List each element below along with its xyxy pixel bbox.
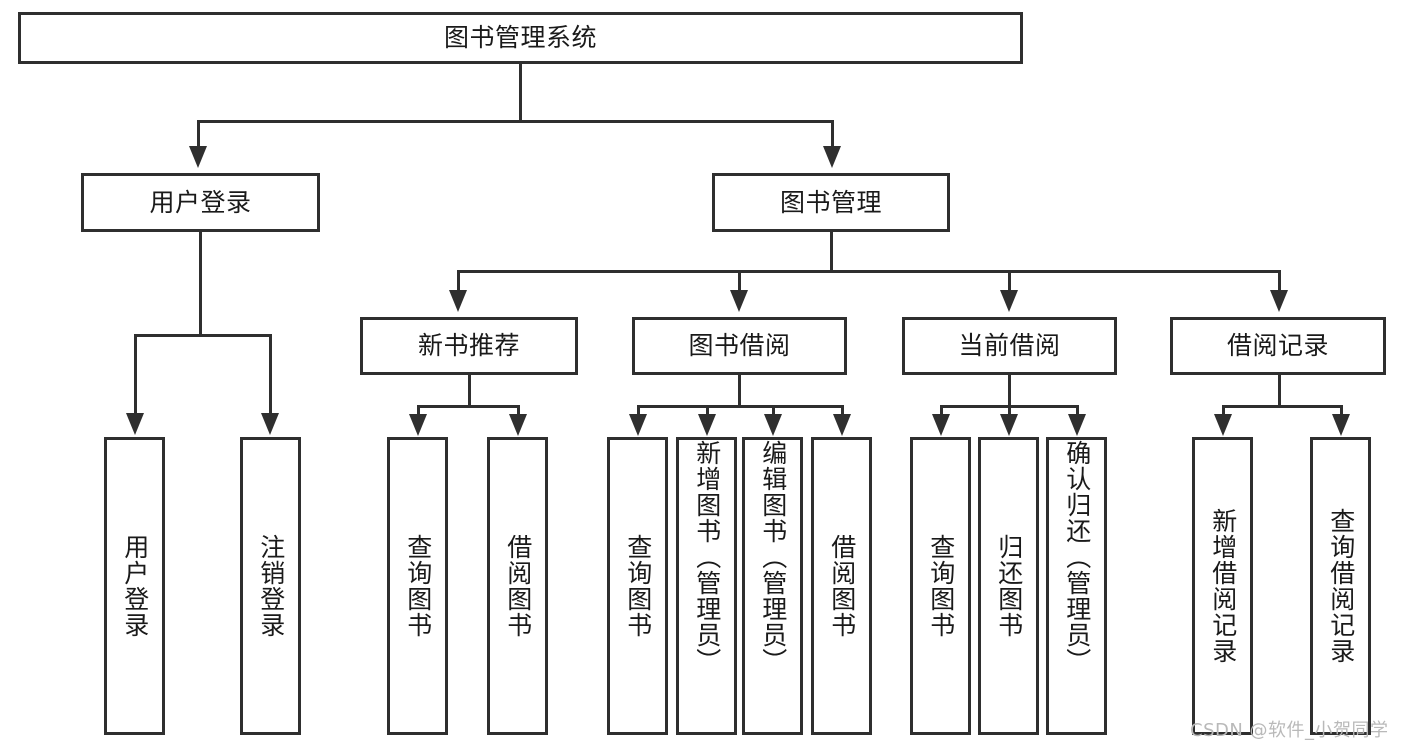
- arrow-bb-to-leaf-2: [698, 414, 716, 436]
- arrow-bm-to-book-borrow: [730, 290, 748, 312]
- leaf-book-borrow-borrow[interactable]: 借阅图书: [811, 437, 872, 735]
- arrow-bb-to-leaf-1: [629, 414, 647, 436]
- leaf-user-login-logout[interactable]: 注销登录: [240, 437, 301, 735]
- node-book-management[interactable]: 图书管理: [712, 173, 950, 232]
- arrow-bm-to-new-book: [449, 290, 467, 312]
- connector-borrow-record-stem: [1278, 375, 1281, 408]
- connector-nb-to-leaf-1: [417, 405, 420, 417]
- connector-bb-to-leaf-3: [772, 405, 775, 417]
- leaf-user-login-login[interactable]: 用户登录: [104, 437, 165, 735]
- arrow-root-to-user-login: [189, 146, 207, 168]
- node-new-book-recommend[interactable]: 新书推荐: [360, 317, 578, 375]
- arrow-root-to-book-management: [823, 146, 841, 168]
- arrow-bb-to-leaf-3: [764, 414, 782, 436]
- leaf-label: 借阅图书: [503, 534, 533, 638]
- csdn-watermark: CSDN @软件_小贺同学: [1190, 720, 1389, 741]
- connector-new-book-bus: [417, 405, 520, 408]
- leaf-label: 用户登录: [120, 534, 150, 638]
- connector-root-stem: [519, 64, 522, 122]
- node-borrow-record[interactable]: 借阅记录: [1170, 317, 1386, 375]
- node-label: 当前借阅: [958, 331, 1061, 361]
- leaf-label: 归还图书: [994, 534, 1024, 638]
- connector-cb-to-leaf-2: [1008, 405, 1011, 417]
- connector-root-bus: [197, 120, 834, 123]
- node-current-borrow[interactable]: 当前借阅: [902, 317, 1117, 375]
- node-label: 用户登录: [149, 187, 252, 217]
- leaf-book-borrow-add-admin[interactable]: 新增图书（管理员）: [676, 437, 737, 735]
- leaf-current-borrow-query[interactable]: 查询图书: [910, 437, 971, 735]
- arrow-cb-to-leaf-1: [932, 414, 950, 436]
- connector-new-book-stem: [468, 375, 471, 408]
- arrow-br-to-leaf-2: [1332, 414, 1350, 436]
- connector-book-management-stem: [830, 232, 833, 273]
- connector-cb-to-leaf-3: [1076, 405, 1079, 417]
- leaf-label: 注销登录: [256, 534, 286, 638]
- node-label: 图书管理系统: [443, 23, 597, 53]
- connector-bm-to-borrow-record: [1278, 270, 1281, 292]
- connector-root-to-book-management: [831, 120, 834, 148]
- connector-bm-to-book-borrow: [738, 270, 741, 292]
- leaf-label: 查询图书: [403, 534, 433, 638]
- leaf-label: 编辑图书（管理员）: [758, 440, 788, 674]
- leaf-new-book-borrow[interactable]: 借阅图书: [487, 437, 548, 735]
- connector-root-to-user-login: [197, 120, 200, 148]
- node-root-book-management-system[interactable]: 图书管理系统: [18, 12, 1023, 64]
- connector-user-login-to-leaf-2: [269, 334, 272, 415]
- leaf-borrow-record-query[interactable]: 查询借阅记录: [1310, 437, 1371, 735]
- leaf-current-borrow-confirm-admin[interactable]: 确认归还（管理员）: [1046, 437, 1107, 735]
- arrow-nb-to-leaf-2: [509, 414, 527, 436]
- connector-book-management-bus: [457, 270, 1281, 273]
- leaf-label: 新增借阅记录: [1208, 508, 1238, 664]
- connector-borrow-record-bus: [1222, 405, 1340, 408]
- leaf-label: 确认归还（管理员）: [1062, 440, 1092, 674]
- arrow-user-login-to-leaf-1: [126, 413, 144, 435]
- connector-bb-to-leaf-2: [706, 405, 709, 417]
- leaf-book-borrow-edit-admin[interactable]: 编辑图书（管理员）: [742, 437, 803, 735]
- leaf-label: 查询图书: [623, 534, 653, 638]
- arrow-bm-to-borrow-record: [1270, 290, 1288, 312]
- arrow-bb-to-leaf-4: [833, 414, 851, 436]
- arrow-br-to-leaf-1: [1214, 414, 1232, 436]
- arrow-nb-to-leaf-1: [409, 414, 427, 436]
- leaf-label: 新增图书（管理员）: [692, 440, 722, 674]
- arrow-bm-to-current-borrow: [1000, 290, 1018, 312]
- connector-bm-to-current-borrow: [1008, 270, 1011, 292]
- leaf-new-book-query[interactable]: 查询图书: [387, 437, 448, 735]
- connector-bb-to-leaf-4: [841, 405, 844, 417]
- leaf-label: 借阅图书: [827, 534, 857, 638]
- connector-current-borrow-stem: [1008, 375, 1011, 408]
- node-label: 新书推荐: [417, 331, 520, 361]
- node-label: 图书管理: [779, 187, 882, 217]
- arrow-cb-to-leaf-3: [1068, 414, 1086, 436]
- node-book-borrow[interactable]: 图书借阅: [632, 317, 847, 375]
- leaf-book-borrow-query[interactable]: 查询图书: [607, 437, 668, 735]
- node-label: 图书借阅: [688, 331, 791, 361]
- connector-br-to-leaf-2: [1340, 405, 1343, 417]
- connector-user-login-to-leaf-1: [134, 334, 137, 415]
- arrow-user-login-to-leaf-2: [261, 413, 279, 435]
- connector-book-borrow-stem: [738, 375, 741, 408]
- connector-cb-to-leaf-1: [940, 405, 943, 417]
- connector-user-login-bus: [134, 334, 272, 337]
- leaf-borrow-record-add[interactable]: 新增借阅记录: [1192, 437, 1253, 735]
- connector-user-login-stem: [199, 232, 202, 337]
- node-label: 借阅记录: [1226, 331, 1329, 361]
- connector-br-to-leaf-1: [1222, 405, 1225, 417]
- leaf-label: 查询借阅记录: [1326, 508, 1356, 664]
- connector-bb-to-leaf-1: [637, 405, 640, 417]
- arrow-cb-to-leaf-2: [1000, 414, 1018, 436]
- connector-nb-to-leaf-2: [517, 405, 520, 417]
- connector-bm-to-new-book: [457, 270, 460, 292]
- leaf-current-borrow-return[interactable]: 归还图书: [978, 437, 1039, 735]
- connector-book-borrow-bus: [637, 405, 842, 408]
- leaf-label: 查询图书: [926, 534, 956, 638]
- node-user-login[interactable]: 用户登录: [81, 173, 320, 232]
